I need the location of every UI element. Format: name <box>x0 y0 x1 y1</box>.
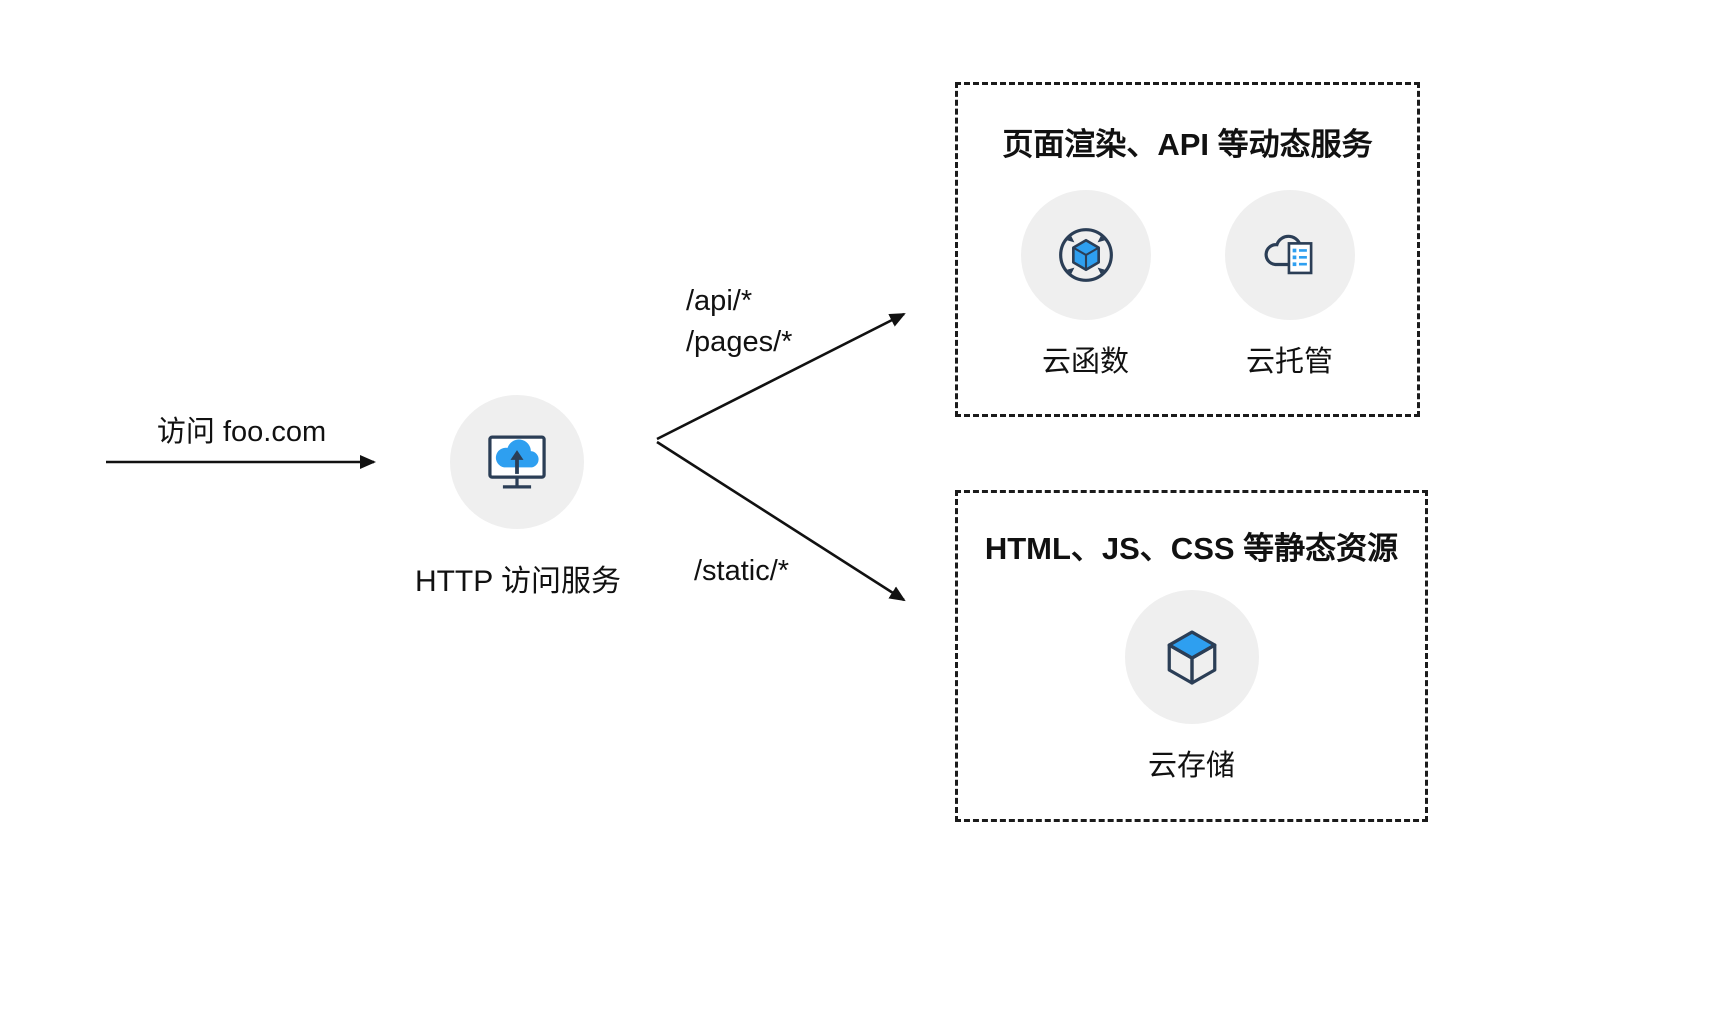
cloud-function-label: 云函数 <box>1041 346 1129 378</box>
api-route-label: /api/* <box>686 285 753 317</box>
cloud-storage-label: 云存储 <box>1147 750 1235 782</box>
cloud-hosting-node: 云托管 <box>1224 190 1355 380</box>
http-gateway-node <box>450 395 584 529</box>
cloud-storage-node: 云存储 <box>1124 590 1259 784</box>
static-resources-box: HTML、JS、CSS 等静态资源 云存储 <box>955 490 1428 822</box>
cloud-function-circle <box>1020 190 1151 320</box>
cloud-function-icon <box>1058 228 1113 282</box>
dynamic-box-icon-row: 云函数 云托管 <box>958 190 1417 380</box>
cloud-hosting-label: 云托管 <box>1245 346 1333 378</box>
pages-route-label: /pages/* <box>686 326 793 358</box>
dynamic-route-labels: /api/* /pages/* <box>686 281 792 363</box>
cloud-function-node: 云函数 <box>1020 190 1151 380</box>
entry-request-label: 访问 foo.com <box>156 416 327 448</box>
static-route-label: /static/* <box>694 555 790 587</box>
cloud-storage-icon <box>1167 630 1216 685</box>
cloud-storage-circle <box>1124 590 1259 724</box>
cloud-hosting-circle <box>1224 190 1355 320</box>
dynamic-box-title: 页面渲染、API 等动态服务 <box>1002 127 1373 162</box>
monitor-cloud-upload-icon <box>488 435 546 489</box>
dynamic-services-box: 页面渲染、API 等动态服务 云函数 <box>955 82 1420 417</box>
static-box-icon-row: 云存储 <box>958 590 1425 784</box>
static-box-title: HTML、JS、CSS 等静态资源 <box>984 531 1399 566</box>
http-gateway-label: HTTP 访问服务 <box>414 565 622 598</box>
cloud-hosting-icon <box>1264 234 1312 275</box>
